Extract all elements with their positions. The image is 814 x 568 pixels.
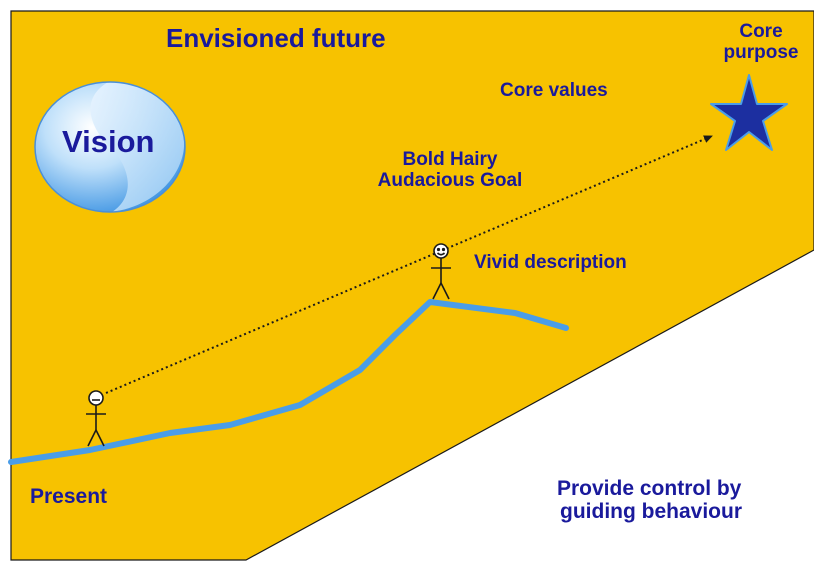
core-values-label: Core values [500,80,608,101]
present-label: Present [30,485,108,508]
provide-control-line1: Provide control by [557,477,742,500]
core-purpose-star-icon [710,74,788,151]
envisioned-future-label: Envisioned future [166,23,386,53]
core-purpose-label: Core purpose [706,21,814,64]
progress-path [8,299,569,465]
bhag-label: Bold Hairy Audacious Goal [345,149,555,192]
peak-figure-icon [431,243,451,300]
bhag-line1: Bold Hairy [402,149,498,170]
future-panel [10,10,814,561]
provide-control-line2: guiding behaviour [560,500,742,524]
present-figure-icon [86,390,106,447]
vision-label: Vision [62,124,155,159]
vision-globe-icon [34,81,186,213]
core-purpose-line2: purpose [723,41,799,63]
bhag-line2: Audacious Goal [377,169,523,191]
core-purpose-line1: Core [739,21,783,42]
vivid-description-label: Vivid description [474,252,627,273]
provide-control-label: Provide control by guiding behaviour [557,477,742,523]
